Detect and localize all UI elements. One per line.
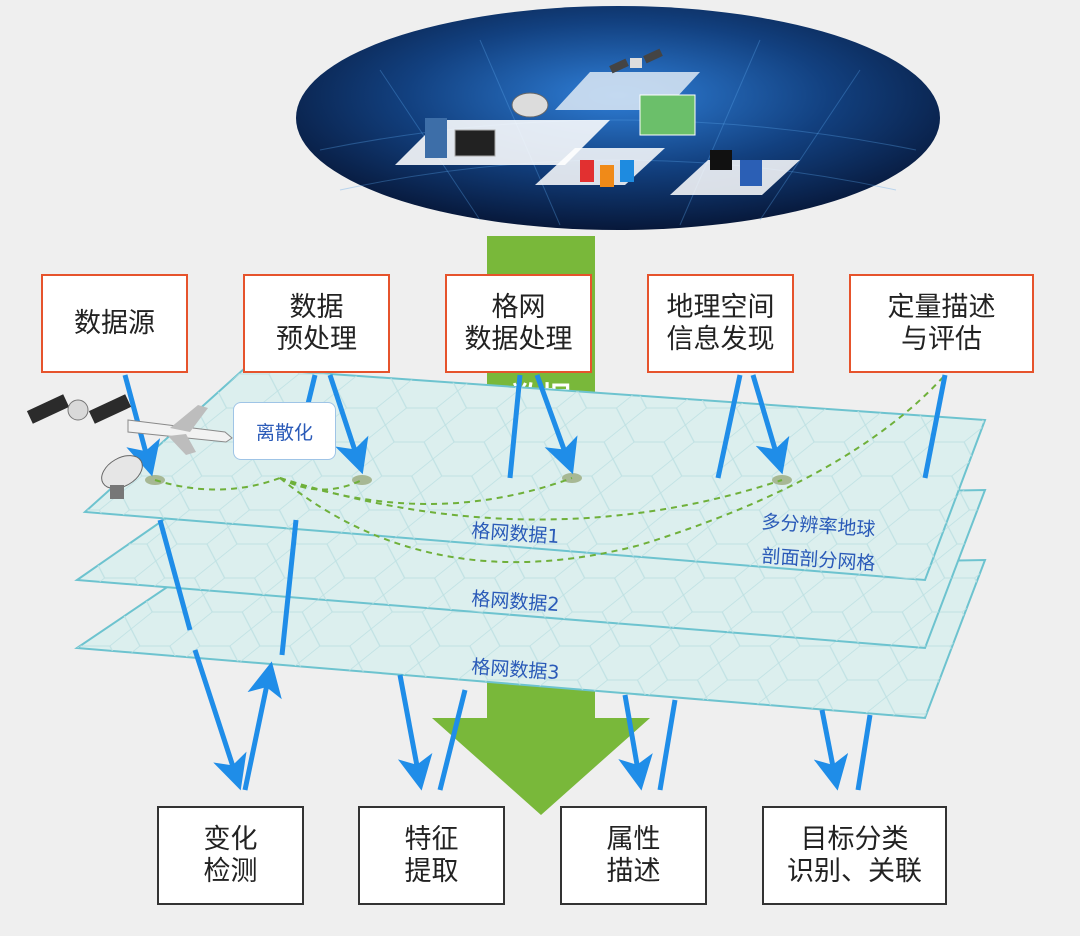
box-geo-info-discovery: 地理空间 信息发现 xyxy=(647,274,794,373)
box-data-source: 数据源 xyxy=(41,274,188,373)
box-quantitative-evaluation: 定量描述 与评估 xyxy=(849,274,1034,373)
airplane-icon xyxy=(127,405,233,455)
discretization-curves xyxy=(154,374,946,564)
discretize-callout: 离散化 xyxy=(233,402,336,460)
satellite-icon-left xyxy=(26,394,132,424)
word-document-icon xyxy=(740,160,762,186)
database-orange-icon xyxy=(600,165,614,187)
laptop-icon xyxy=(454,129,496,157)
data-integration-arrow-head xyxy=(432,665,650,815)
box-data-preprocessing: 数据 预处理 xyxy=(243,274,390,373)
box-change-detection: 变化 检测 xyxy=(157,806,304,905)
earth-globe-illustration xyxy=(296,6,940,230)
satellite-icon-top xyxy=(609,48,663,74)
box-feature-extraction: 特征 提取 xyxy=(358,806,505,905)
video-icon xyxy=(710,150,732,170)
flow-arrows-bottom xyxy=(157,519,873,791)
server-icon xyxy=(425,118,447,158)
antenna-dish-icon xyxy=(511,92,549,118)
antenna-dish-icon-left xyxy=(101,455,143,499)
box-target-classification: 目标分类 识别、关联 xyxy=(762,806,947,905)
platform-documents xyxy=(670,160,800,195)
box-grid-data-processing: 格网 数据处理 xyxy=(445,274,592,373)
database-blue-icon xyxy=(620,160,634,182)
map-icon xyxy=(639,94,696,136)
platform-devices xyxy=(395,120,610,165)
box-attribute-description: 属性 描述 xyxy=(560,806,707,905)
database-red-icon xyxy=(580,160,594,182)
